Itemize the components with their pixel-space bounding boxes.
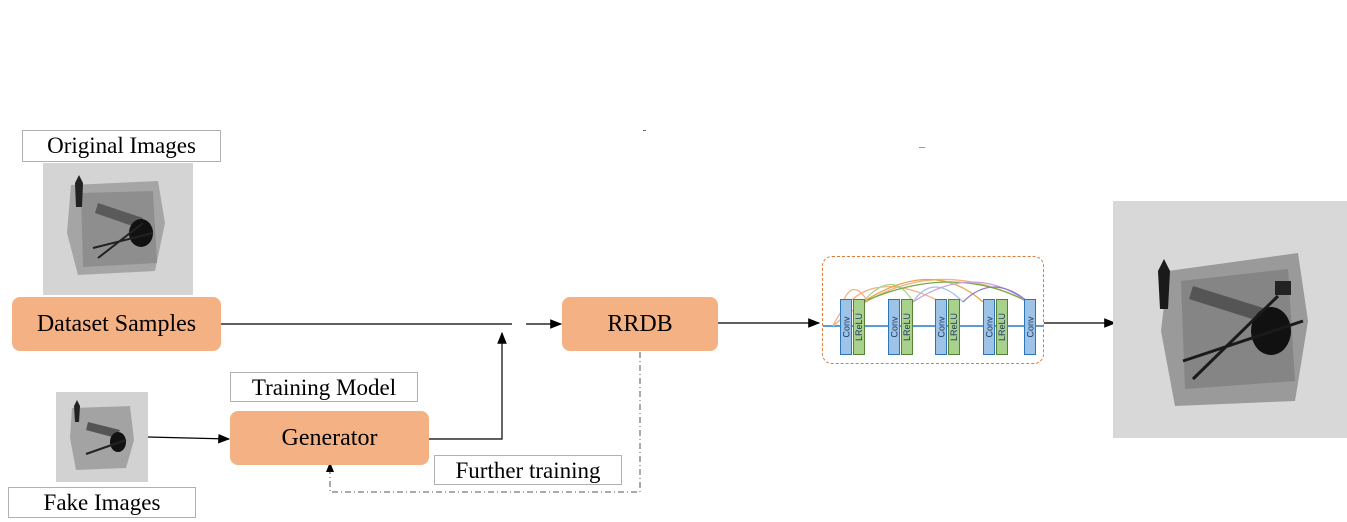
generator-to-junction-arrow <box>429 331 507 440</box>
conv-layer: Conv <box>888 299 900 355</box>
skip-arc <box>862 281 1029 303</box>
lrelu-layer: LReLU <box>853 299 865 355</box>
layer-label: Conv <box>1025 316 1036 338</box>
stray-mark <box>919 147 925 148</box>
conv-layer: Conv <box>983 299 995 355</box>
layer-label: Conv <box>841 316 852 338</box>
layer-label: LReLU <box>854 312 865 342</box>
rrdb-node: RRDB <box>562 297 718 351</box>
stray-mark <box>643 130 646 131</box>
layer-label: LReLU <box>997 312 1008 342</box>
dataset-samples-node: Dataset Samples <box>12 297 221 351</box>
further-training-label: Further training <box>434 455 622 485</box>
further-training-feedback-line <box>326 352 641 493</box>
layer-label: LReLU <box>949 312 960 342</box>
generator-node: Generator <box>230 411 429 465</box>
skip-arc <box>962 286 1029 303</box>
conv-layer: Conv <box>840 299 852 355</box>
original-images-label: Original Images <box>22 130 221 162</box>
skip-arc <box>842 288 869 303</box>
lrelu-layer: LReLU <box>901 299 913 355</box>
layer-label: LReLU <box>902 312 913 342</box>
skip-arc <box>912 286 964 303</box>
lrelu-layer: LReLU <box>996 299 1008 355</box>
fake-images-label: Fake Images <box>8 487 196 518</box>
fake-xray-image <box>56 392 148 482</box>
lrelu-layer: LReLU <box>948 299 960 355</box>
skip-arc <box>862 278 984 303</box>
skip-arc <box>862 284 914 303</box>
original-xray-image <box>43 163 193 295</box>
fake-to-generator-arrow <box>147 433 231 444</box>
layer-label: Conv <box>889 316 900 338</box>
skip-arc <box>912 281 1029 303</box>
output-xray-image <box>1113 201 1347 438</box>
training-model-label: Training Model <box>230 372 418 402</box>
layer-label: Conv <box>984 316 995 338</box>
layer-label: Conv <box>936 316 947 338</box>
conv-layer: Conv <box>935 299 947 355</box>
conv-layer: Conv <box>1024 299 1036 355</box>
